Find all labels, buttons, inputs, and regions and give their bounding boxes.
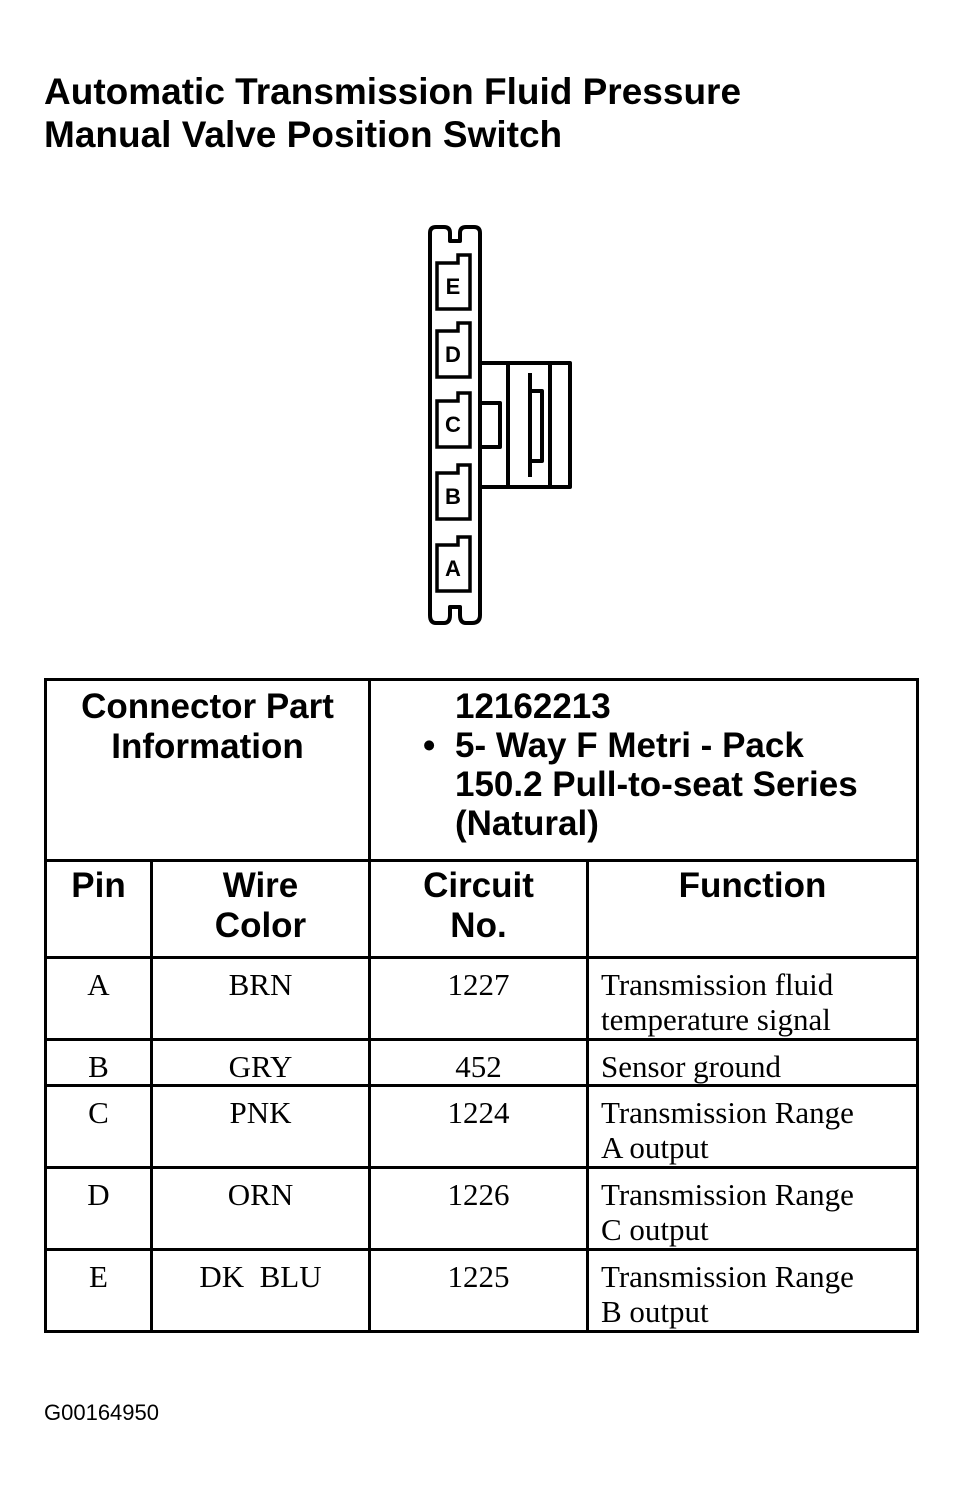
function-line-1: Transmission Range [601,1177,854,1212]
connector-face-diagram: E D C B A [428,225,572,625]
diagram-title: Automatic Transmission Fluid Pressure Ma… [44,70,924,156]
col-header-wire-line-1: Wire [222,866,299,905]
part-info-row: Connector Part Information • 12162213 5-… [44,678,920,862]
pin-cell: B [44,1038,153,1087]
col-header-circuit: Circuit No. [368,859,589,959]
function-line-1: Transmission fluid [601,967,834,1002]
function-line-2: B output [601,1294,709,1329]
cavity-a-outline [435,535,472,593]
title-line-1: Automatic Transmission Fluid Pressure [44,71,742,112]
table-row: C PNK 1224 Transmission Range A output [44,1084,920,1169]
cavity-d-outline [435,321,472,379]
bullet-icon: • [423,726,436,765]
function-line-1: Transmission Range [601,1095,854,1130]
function-line-1: Transmission Range [601,1259,854,1294]
circuit-cell: 1225 [368,1248,589,1333]
connector-body-outline [428,225,482,625]
col-header-wire-color: Wire Color [150,859,371,959]
function-line-2: temperature signal [601,1002,831,1037]
connector-latch [480,361,572,489]
wire-color-cell: ORN [150,1166,371,1251]
part-desc-line-2: 150.2 Pull-to-seat Series [455,765,858,804]
cavity-label-e: E [446,274,461,299]
circuit-cell: 1224 [368,1084,589,1169]
cavity-b-outline [435,463,472,521]
circuit-cell: 1227 [368,956,589,1041]
function-line-2: C output [601,1212,709,1247]
cavity-label-b: B [445,484,461,509]
col-header-circuit-line-1: Circuit [423,866,534,905]
col-header-circuit-line-2: No. [450,906,507,945]
part-info-label-line-1: Connector Part [81,687,334,726]
connector-pinout-table: Connector Part Information • 12162213 5-… [44,678,920,1333]
col-header-pin-text: Pin [71,866,126,905]
function-cell: Sensor ground [585,1038,920,1087]
function-line-2: A output [601,1130,709,1165]
part-number: 12162213 [455,687,611,726]
figure-code: G00164950 [44,1400,159,1425]
function-cell: Transmission fluid temperature signal [585,956,920,1041]
wire-color-cell: GRY [150,1038,371,1087]
col-header-function: Function [585,859,920,959]
wire-color-cell: PNK [150,1084,371,1169]
table-row: B GRY 452 Sensor ground [44,1038,920,1087]
title-line-2: Manual Valve Position Switch [44,114,563,155]
table-row: E DK BLU 1225 Transmission Range B outpu… [44,1248,920,1333]
col-header-pin: Pin [44,859,153,959]
table-row: A BRN 1227 Transmission fluid temperatur… [44,956,920,1041]
column-header-row: Pin Wire Color Circuit No. Function [44,859,920,959]
pin-cell: E [44,1248,153,1333]
pin-cell: C [44,1084,153,1169]
table-row: D ORN 1226 Transmission Range C output [44,1166,920,1251]
function-cell: Transmission Range A output [585,1084,920,1169]
part-info-label-line-2: Information [111,727,304,766]
circuit-cell: 1226 [368,1166,589,1251]
part-desc-line-3: (Natural) [455,804,599,843]
col-header-wire-line-2: Color [214,906,307,945]
cavity-label-d: D [445,342,461,367]
cavity-c-outline [435,391,472,449]
cavity-label-a: A [445,556,461,581]
part-info-value-cell: • 12162213 5- Way F Metri - Pack 150.2 P… [367,678,920,862]
wire-color-cell: BRN [150,956,371,1041]
cavity-e-outline [435,253,472,311]
function-cell: Transmission Range C output [585,1166,920,1251]
col-header-function-text: Function [678,866,827,905]
pin-cell: A [44,956,153,1041]
cavity-label-c: C [445,412,461,437]
function-cell: Transmission Range B output [585,1248,920,1333]
function-line-1: Sensor ground [601,1049,781,1084]
circuit-cell: 452 [368,1038,589,1087]
wire-color-cell: DK BLU [150,1248,371,1333]
pin-cell: D [44,1166,153,1251]
part-desc-line-1: 5- Way F Metri - Pack [455,726,804,765]
part-info-label-cell: Connector Part Information [44,678,371,862]
